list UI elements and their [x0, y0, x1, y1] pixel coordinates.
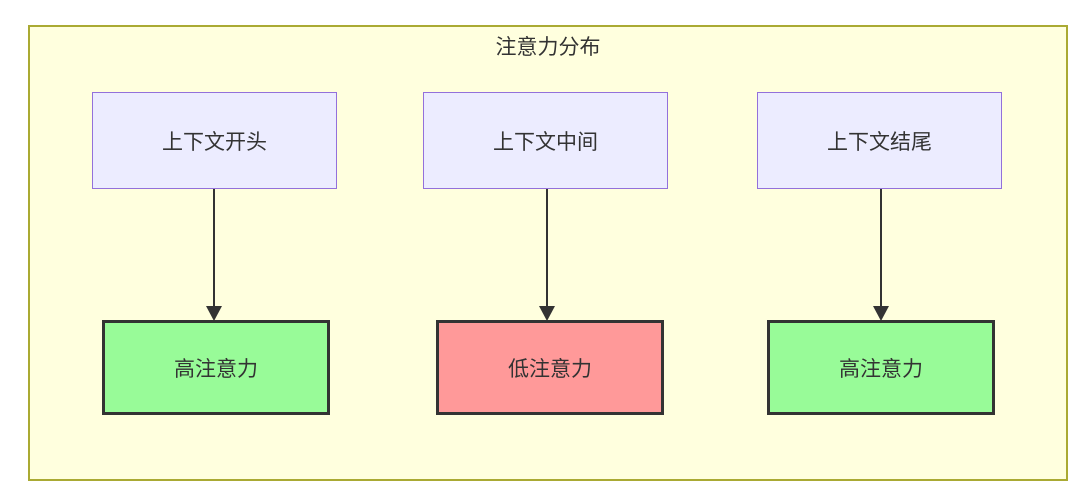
- node-context-end-label: 上下文结尾: [827, 130, 932, 154]
- arrow-line-end: [880, 189, 882, 307]
- arrow-head-icon: [539, 306, 555, 321]
- node-context-beginning-label: 上下文开头: [162, 130, 267, 154]
- arrow-line-middle: [546, 189, 548, 307]
- node-low-attention-middle-label: 低注意力: [508, 357, 592, 381]
- node-context-middle-label: 上下文中间: [493, 130, 598, 154]
- node-context-beginning: 上下文开头: [92, 92, 337, 189]
- node-high-attention-left: 高注意力: [102, 320, 330, 415]
- node-high-attention-right-label: 高注意力: [839, 357, 923, 381]
- arrow-line-beginning: [213, 189, 215, 307]
- arrow-head-icon: [873, 306, 889, 321]
- node-context-middle: 上下文中间: [423, 92, 668, 189]
- node-high-attention-right: 高注意力: [767, 320, 995, 415]
- attention-distribution-diagram: 注意力分布 上下文开头 高注意力 上下文中间 低注意力 上下文结尾 高注意力: [28, 25, 1068, 481]
- node-context-end: 上下文结尾: [757, 92, 1002, 189]
- node-high-attention-left-label: 高注意力: [174, 357, 258, 381]
- node-low-attention-middle: 低注意力: [436, 320, 664, 415]
- diagram-title: 注意力分布: [495, 36, 601, 59]
- arrow-head-icon: [206, 306, 222, 321]
